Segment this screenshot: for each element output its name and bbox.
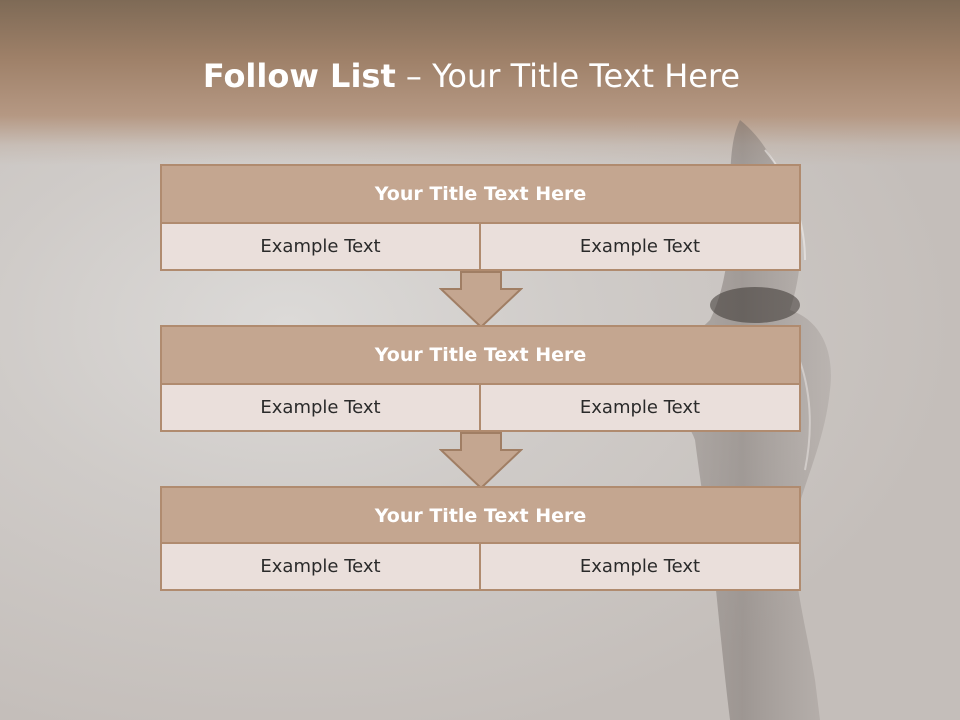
block-row: Example Text Example Text (160, 222, 801, 271)
block-title: Your Title Text Here (160, 164, 801, 224)
slide-title: Follow List – Your Title Text Here (0, 52, 943, 100)
slide-title-bold: Follow List (202, 57, 396, 95)
example-text-cell-right: Example Text (479, 542, 801, 591)
block-title: Your Title Text Here (160, 486, 801, 546)
example-text-cell-right: Example Text (479, 383, 801, 432)
block-title: Your Title Text Here (160, 325, 801, 385)
block-row: Example Text Example Text (160, 383, 801, 432)
header-band (0, 0, 960, 165)
list-block-1: Your Title Text Here Example Text Exampl… (160, 164, 801, 272)
down-arrow-icon (439, 432, 523, 490)
list-block-3: Your Title Text Here Example Text Exampl… (160, 486, 801, 592)
slide-title-rest: Your Title Text Here (432, 57, 741, 95)
list-block-2: Your Title Text Here Example Text Exampl… (160, 325, 801, 433)
example-text-cell-left: Example Text (160, 383, 481, 432)
block-row: Example Text Example Text (160, 542, 801, 591)
example-text-cell-left: Example Text (160, 222, 481, 271)
example-text-cell-left: Example Text (160, 542, 481, 591)
slide-title-dash: – (405, 57, 422, 95)
example-text-cell-right: Example Text (479, 222, 801, 271)
down-arrow-icon (439, 271, 523, 329)
